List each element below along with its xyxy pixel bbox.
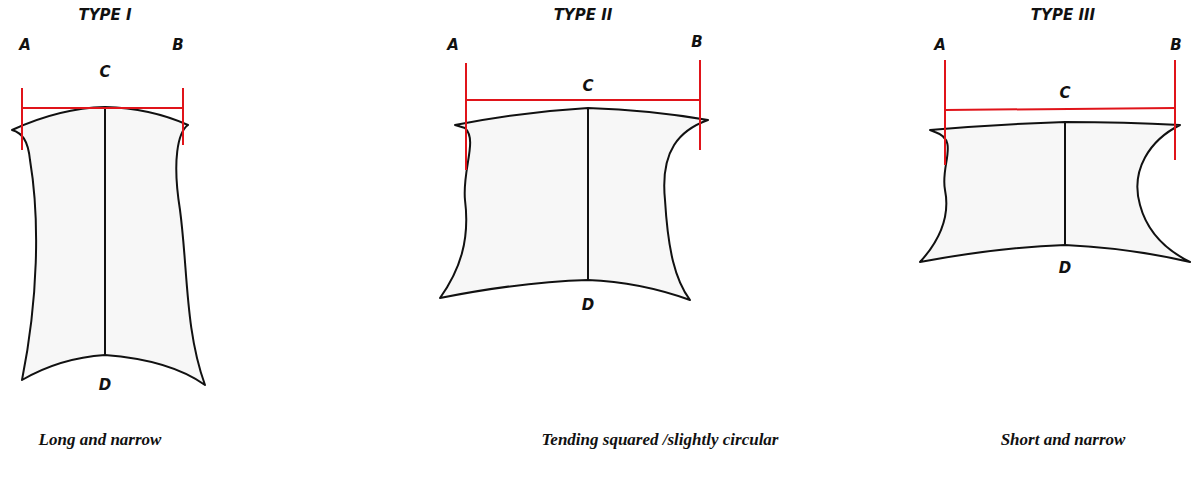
type-title: TYPE II <box>554 6 613 24</box>
point-letter: A <box>19 36 31 54</box>
width-line <box>945 108 1175 110</box>
axis-line <box>1064 122 1066 245</box>
width-line <box>466 99 700 101</box>
type-title: TYPE I <box>78 6 131 24</box>
point-letter: B <box>172 36 183 54</box>
type-caption: Tending squared /slightly circular <box>542 430 779 450</box>
type-title: TYPE III <box>1031 6 1095 24</box>
width-tick <box>182 88 184 145</box>
point-letter: C <box>582 77 593 95</box>
point-letter: D <box>99 376 111 394</box>
width-tick <box>944 60 946 165</box>
point-letter: B <box>691 33 702 51</box>
type-three-outline <box>920 122 1190 262</box>
point-letter: C <box>99 63 110 81</box>
point-letter: D <box>582 296 594 314</box>
point-letter: A <box>447 36 459 54</box>
axis-line <box>587 108 589 280</box>
width-tick <box>465 63 467 170</box>
width-tick <box>21 88 23 150</box>
point-letter: C <box>1059 84 1070 102</box>
point-letter: A <box>934 36 946 54</box>
width-line <box>22 107 183 109</box>
width-tick <box>1174 60 1176 160</box>
type-one-outline <box>12 107 205 385</box>
type-caption: Long and narrow <box>39 430 162 450</box>
type-caption: Short and narrow <box>1001 430 1126 450</box>
axis-line <box>104 107 106 355</box>
width-tick <box>699 60 701 150</box>
point-letter: B <box>1170 36 1181 54</box>
type-two-outline <box>440 108 708 300</box>
point-letter: D <box>1059 259 1071 277</box>
